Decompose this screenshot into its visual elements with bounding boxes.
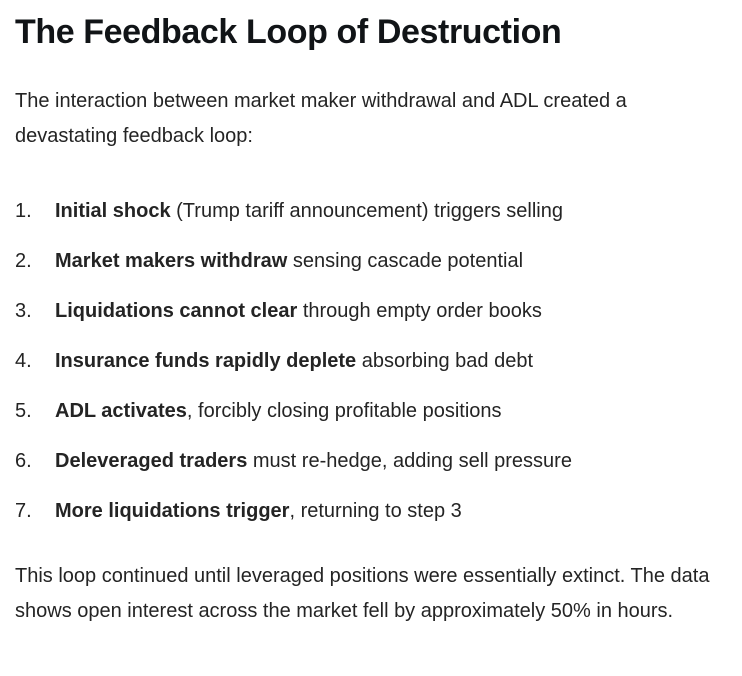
list-item: 1. Initial shock (Trump tariff announcem… [15,194,722,229]
step-text: Deleveraged traders must re-hedge, addin… [55,444,572,479]
step-text: Market makers withdraw sensing cascade p… [55,244,523,279]
list-item: 5. ADL activates, forcibly closing profi… [15,394,722,429]
feedback-loop-list: 1. Initial shock (Trump tariff announcem… [15,194,722,529]
step-text: Insurance funds rapidly deplete absorbin… [55,344,533,379]
step-rest: through empty order books [297,299,542,322]
step-lead: Liquidations cannot clear [55,299,298,322]
step-number: 6. [15,449,32,472]
page-title: The Feedback Loop of Destruction [15,13,562,51]
step-text: More liquidations trigger, returning to … [55,494,462,529]
step-lead: ADL activates [55,399,187,422]
step-rest: , returning to step 3 [289,499,462,522]
list-item: 6. Deleveraged traders must re-hedge, ad… [15,444,722,479]
step-text: ADL activates, forcibly closing profitab… [55,394,502,429]
step-lead: Market makers withdraw [55,249,288,272]
step-rest: must re-hedge, adding sell pressure [247,449,572,472]
article-content: The Feedback Loop of Destruction The int… [15,13,722,622]
list-item: 4. Insurance funds rapidly deplete absor… [15,344,722,379]
step-number: 4. [15,349,32,372]
step-lead: Insurance funds rapidly deplete [55,349,357,372]
intro-paragraph: The interaction between market maker wit… [15,89,627,147]
step-text: Liquidations cannot clear through empty … [55,294,542,329]
step-lead: Initial shock [55,199,171,222]
step-rest: , forcibly closing profitable positions [186,399,502,422]
step-number: 7. [15,499,32,522]
step-number: 1. [15,199,32,222]
step-rest: sensing cascade potential [287,249,524,272]
step-rest: (Trump tariff announcement) triggers sel… [170,199,563,222]
list-item: 7. More liquidations trigger, returning … [15,494,722,529]
step-lead: More liquidations trigger [55,499,290,522]
step-rest: absorbing bad debt [356,349,533,372]
step-text: Initial shock (Trump tariff announcement… [55,194,563,229]
step-number: 5. [15,399,32,422]
step-number: 3. [15,299,32,322]
step-lead: Deleveraged traders [55,449,248,472]
list-item: 2. Market makers withdraw sensing cascad… [15,244,722,279]
list-item: 3. Liquidations cannot clear through emp… [15,294,722,329]
step-number: 2. [15,249,32,272]
closing-paragraph: This loop continued until leveraged posi… [15,564,710,622]
